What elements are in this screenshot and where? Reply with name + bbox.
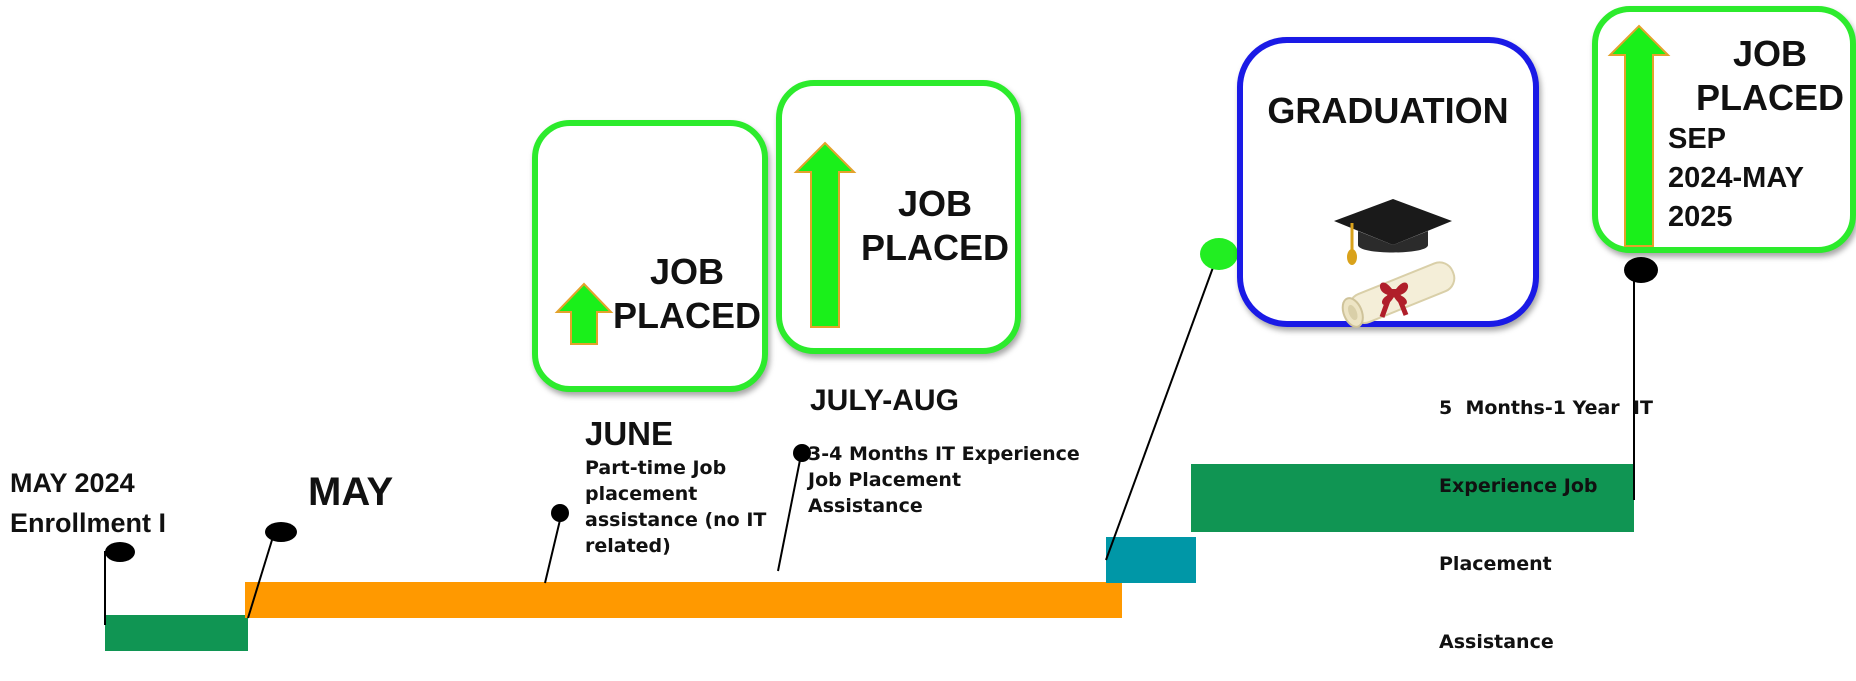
connector-graduation xyxy=(1105,261,1216,561)
julyaug-description: 3-4 Months IT Experience Job Placement A… xyxy=(808,443,1080,517)
job-placed-title: JOB PLACED xyxy=(612,251,761,336)
up-arrow-icon xyxy=(554,282,614,345)
connector-may xyxy=(247,539,273,619)
graduation-cap-diploma-icon xyxy=(1334,199,1456,328)
timeline-bar-graduation xyxy=(1106,537,1196,583)
up-arrow-icon xyxy=(1607,24,1671,247)
dot-enroll xyxy=(105,542,135,562)
timeline-bar-part-time xyxy=(245,582,1122,618)
graduation-card: GRADUATION xyxy=(1237,37,1539,328)
june-description: Part-time Job placement assistance (no I… xyxy=(585,457,767,557)
enrollment-text: Enrollment I xyxy=(10,508,167,538)
job-placed-card-june: JOB PLACED xyxy=(532,120,768,392)
dot-job3 xyxy=(1624,257,1658,283)
graduation-title: GRADUATION xyxy=(1267,90,1509,131)
julyaug-label: JULY-AUG xyxy=(810,384,959,417)
connector-julyaug xyxy=(777,459,801,572)
dot-graduation xyxy=(1200,238,1238,270)
up-arrow-icon xyxy=(793,141,857,328)
enrollment-label: MAY 2024 Enrollment I xyxy=(10,463,166,543)
job-placed-card-sep: JOB PLACED SEP 2024-MAY 2025 xyxy=(1592,6,1856,253)
dot-june xyxy=(551,504,569,522)
timeline-connectors xyxy=(104,238,1658,625)
enrollment-date: MAY 2024 xyxy=(10,468,135,498)
connector-june xyxy=(544,519,561,584)
timeline-bar-enrollment xyxy=(105,615,248,651)
job-placed-date: SEP 2024-MAY 2025 xyxy=(1668,123,1804,233)
job-placed-title: JOB PLACED xyxy=(860,183,1009,268)
june-label: JUNE xyxy=(585,415,674,452)
dot-may xyxy=(265,522,297,542)
dot-julyaug xyxy=(793,444,811,462)
fivemonths-description: 5 Months-1 Year IT Experience Job Placem… xyxy=(1439,397,1653,653)
timeline-bar-it-experience xyxy=(1191,464,1634,532)
may-label: MAY xyxy=(308,470,394,514)
job-placed-title: JOB PLACED xyxy=(1695,33,1844,118)
job-placed-card-julyaug: JOB PLACED xyxy=(776,80,1021,354)
